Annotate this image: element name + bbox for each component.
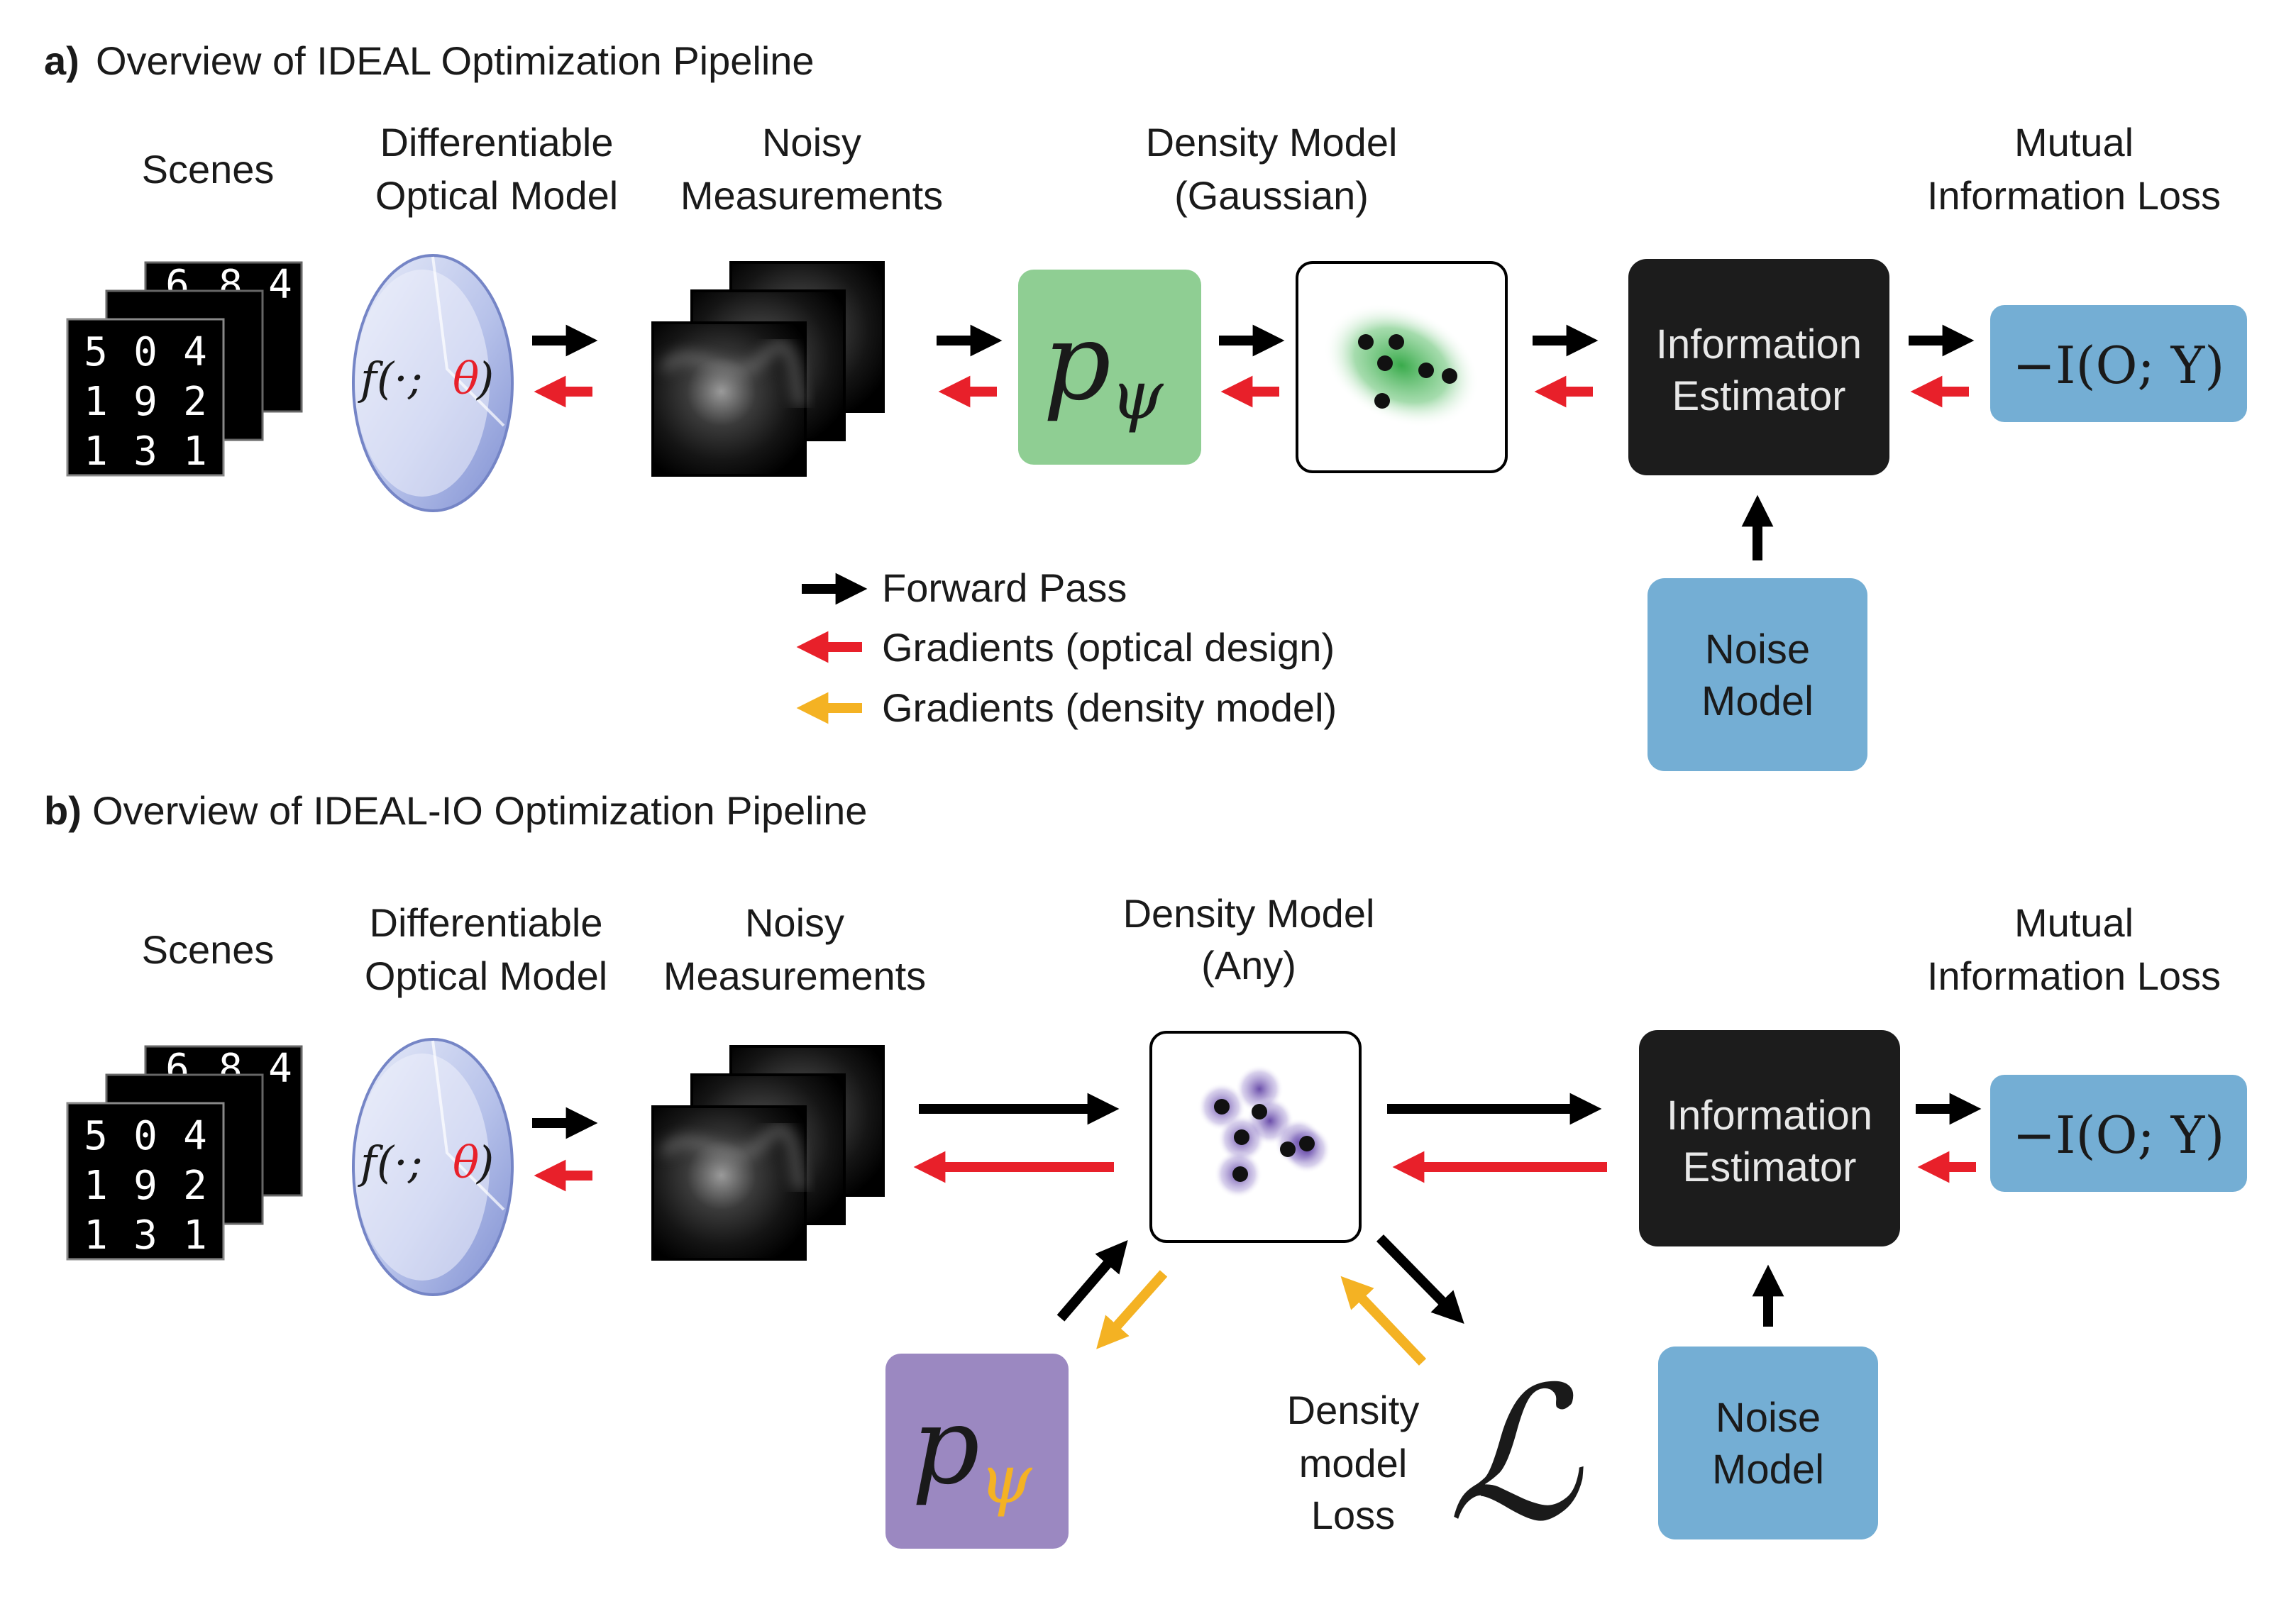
optical-fn-suffix: ): [475, 353, 494, 404]
mi-loss-b: −I(O; Y): [2013, 1105, 2225, 1165]
density-param-p-a: p: [1043, 301, 1111, 424]
legend-grad-density: Gradients (density model): [882, 685, 1337, 730]
optical-lens-b: f(·; θ ): [352, 1038, 514, 1296]
optical-lens: f(·; θ ): [352, 254, 514, 512]
svg-text:0: 0: [133, 329, 158, 375]
col-label-density-b-line1: Density Model: [1123, 891, 1375, 936]
scenes-stack: 6 8 4 5 0 4 1 9 2 1 3 1: [66, 261, 303, 477]
panel-b-letter: b): [44, 788, 82, 833]
col-label-mi-b-line2: Information Loss: [1927, 953, 2221, 998]
col-label-noisy-line1: Noisy: [762, 120, 861, 165]
noise-model-a: Noise Model: [1648, 578, 1867, 771]
svg-text:1: 1: [183, 1212, 207, 1259]
legend-grad-optical: Gradients (optical design): [882, 625, 1335, 670]
col-label-mi-b-line1: Mutual: [2014, 900, 2134, 945]
svg-text:4: 4: [183, 329, 207, 375]
col-label-noisy-b-line2: Measurements: [663, 953, 926, 998]
gaussian-density-box: [1296, 261, 1508, 473]
mi-loss-a: −I(O; Y): [2013, 336, 2225, 395]
col-label-density-line2: (Gaussian): [1174, 173, 1369, 218]
loss-label-line1: Density: [1287, 1388, 1420, 1432]
svg-text:3: 3: [133, 1212, 158, 1259]
arrows-a: [532, 324, 1975, 560]
loss-symbol: ℒ: [1447, 1348, 1586, 1562]
svg-text:1: 1: [183, 428, 207, 475]
svg-text:9: 9: [133, 1163, 158, 1209]
loss-label-line3: Loss: [1311, 1493, 1395, 1537]
col-label-noisy-line2: Measurements: [680, 173, 943, 218]
col-label-density-b-line2: (Any): [1201, 943, 1296, 988]
any-density-box: [1149, 1031, 1362, 1243]
svg-text:1: 1: [84, 379, 108, 425]
svg-text:2: 2: [183, 379, 207, 425]
noise-b-line1: Noise: [1716, 1395, 1821, 1441]
svg-text:1: 1: [84, 1163, 108, 1209]
col-label-mi-line2: Information Loss: [1927, 173, 2221, 218]
noise-model-b: Noise Model: [1658, 1347, 1878, 1539]
svg-text:4: 4: [183, 1113, 207, 1159]
density-param-box-a: p ψ: [1018, 270, 1201, 465]
density-param-psi-a: ψ: [1110, 357, 1164, 435]
panel-a: a) Overview of IDEAL Optimization Pipeli…: [44, 38, 2247, 771]
optical-fn-suffix-b: ): [475, 1137, 494, 1188]
panel-b: b) Overview of IDEAL-IO Optimization Pip…: [44, 788, 2247, 1562]
density-param-box-b: p ψ: [885, 1354, 1069, 1549]
col-label-density-line1: Density Model: [1146, 120, 1398, 165]
svg-text:9: 9: [133, 379, 158, 425]
svg-text:2: 2: [183, 1163, 207, 1209]
scenes-stack-b: 6 8 4 5 0 4 1 9 2 1 3 1: [66, 1045, 303, 1261]
arrows-b: [532, 1093, 1982, 1366]
svg-text:5: 5: [84, 329, 108, 375]
optical-fn-theta: θ: [453, 353, 479, 404]
mi-loss-box-a: −I(O; Y): [1990, 305, 2247, 422]
col-label-optical-b-line1: Differentiable: [370, 900, 603, 945]
optical-fn-theta-b: θ: [453, 1137, 479, 1188]
panel-a-letter: a): [44, 38, 79, 83]
svg-text:0: 0: [133, 1113, 158, 1159]
svg-text:3: 3: [133, 428, 158, 475]
estimator-b-line2: Estimator: [1683, 1144, 1857, 1190]
panel-b-title: Overview of IDEAL-IO Optimization Pipeli…: [92, 788, 867, 833]
col-label-scenes-b: Scenes: [142, 927, 275, 972]
estimator-a-line1: Information: [1656, 321, 1862, 367]
svg-text:1: 1: [84, 1212, 108, 1259]
density-param-psi-b: ψ: [979, 1441, 1033, 1519]
estimator-b-line1: Information: [1667, 1093, 1872, 1139]
density-param-p-b: p: [912, 1385, 980, 1508]
legend: Forward Pass Gradients (optical design) …: [796, 565, 1337, 730]
optical-fn-prefix: f(·;: [358, 353, 423, 404]
legend-forward: Forward Pass: [882, 565, 1127, 610]
col-label-optical-line1: Differentiable: [380, 120, 614, 165]
col-label-optical-line2: Optical Model: [375, 173, 618, 218]
noisy-measurements: [651, 261, 885, 477]
noise-b-line2: Model: [1712, 1447, 1824, 1493]
loss-label-line2: model: [1299, 1441, 1408, 1486]
svg-text:4: 4: [268, 262, 292, 308]
information-estimator-b: Information Estimator: [1639, 1030, 1900, 1246]
panel-a-title: Overview of IDEAL Optimization Pipeline: [96, 38, 815, 83]
noise-a-line2: Model: [1701, 678, 1814, 724]
noise-a-line1: Noise: [1705, 626, 1810, 673]
col-label-optical-b-line2: Optical Model: [365, 953, 607, 998]
col-label-noisy-b-line1: Noisy: [745, 900, 844, 945]
mi-loss-box-b: −I(O; Y): [1990, 1075, 2247, 1192]
density-loss: Density model Loss ℒ: [1287, 1348, 1586, 1562]
svg-text:5: 5: [84, 1113, 108, 1159]
information-estimator-a: Information Estimator: [1628, 259, 1889, 475]
col-label-scenes: Scenes: [142, 147, 275, 192]
col-label-mi-line1: Mutual: [2014, 120, 2134, 165]
svg-text:4: 4: [268, 1046, 292, 1092]
svg-text:1: 1: [84, 428, 108, 475]
noisy-measurements-b: [651, 1045, 885, 1261]
optical-fn-prefix-b: f(·;: [358, 1137, 423, 1188]
estimator-a-line2: Estimator: [1672, 373, 1846, 419]
